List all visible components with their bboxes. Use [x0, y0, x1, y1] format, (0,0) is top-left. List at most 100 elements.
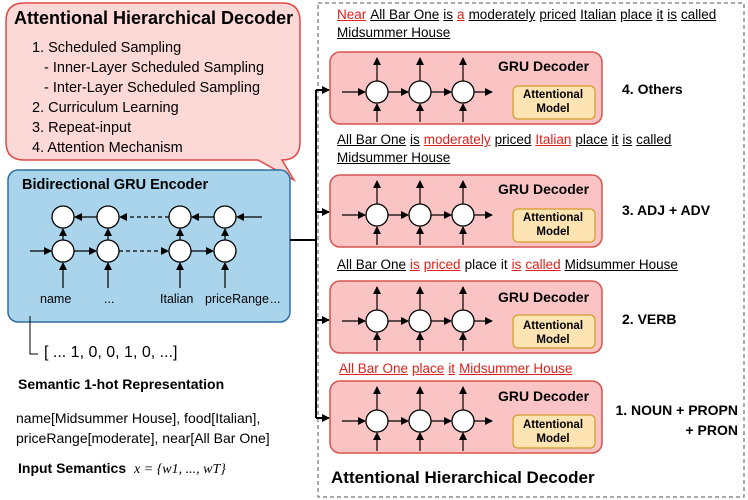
input-semantics-label: Input Semantics x = {w1, ..., wT} — [18, 460, 226, 477]
sentence-token: it — [448, 361, 456, 376]
sentence-token: is — [410, 257, 420, 272]
decoder-panel — [317, 2, 745, 498]
encoder-forward-node — [51, 239, 75, 263]
input-semantics-line: name[Midsummer House], food[Italian], — [16, 410, 261, 426]
layer-label: 3. ADJ + ADV — [622, 202, 711, 218]
callout-title: Attentional Hierarchical Decoder — [14, 8, 294, 28]
decoder-node — [365, 409, 389, 433]
attention-model-box — [512, 314, 596, 349]
callout-item: - Inter-Layer Scheduled Sampling — [44, 80, 261, 96]
decoder-node — [365, 309, 389, 333]
decoder-node — [365, 203, 389, 227]
input-semantics-formula: x = {w1, ..., wT} — [134, 462, 226, 477]
decoder-node — [451, 409, 475, 433]
sentence-token: Midsummer House — [564, 257, 678, 272]
encoder-network — [30, 205, 262, 288]
encoder-forward-node — [168, 239, 192, 263]
decoder-panel-title: Attentional Hierarchical Decoder — [331, 468, 595, 487]
sentence-token: priced — [423, 257, 461, 272]
sentence-token: it — [500, 257, 508, 272]
callout-item: 1. Scheduled Sampling — [32, 40, 182, 56]
sentence-token: Midsummer House — [337, 25, 451, 40]
callout-item: - Inner-Layer Scheduled Sampling — [44, 60, 265, 76]
sentence-token: Italian — [535, 132, 572, 147]
callout-item: 3. Repeat-input — [32, 120, 132, 136]
sentence-token: called — [636, 132, 672, 147]
semantic-vector: [ ... 1, 0, 0, 1, 0, ...] — [44, 344, 178, 361]
attention-label: Attentional Model — [522, 212, 584, 238]
sentence-token: it — [656, 7, 664, 22]
sentence-token: it — [611, 132, 619, 147]
attention-label: Attentional Model — [522, 89, 584, 115]
sentence-line: Midsummer House — [337, 24, 720, 42]
encoder-forward-node — [96, 239, 120, 263]
layer-label: 2. VERB — [622, 311, 677, 327]
sentence-token: place — [464, 257, 497, 272]
sentence-token: is — [511, 257, 522, 272]
encoder-backward-node — [213, 205, 237, 229]
sentence-token: Near — [337, 7, 367, 22]
sentence-token: Midsummer House — [459, 361, 573, 376]
sentence-token: priced — [494, 132, 532, 147]
encoder-to-decoder-connectors — [290, 86, 330, 422]
sentence-token: priced — [539, 7, 577, 22]
decoder-node — [408, 80, 432, 104]
layer-label: 4. Others — [622, 81, 683, 97]
sentence-token: place — [575, 132, 608, 147]
semantic-caption: Semantic 1-hot Representation — [18, 376, 225, 392]
decoder-node — [451, 309, 475, 333]
sentence-token: All Bar One — [337, 132, 407, 147]
encoder-input-label: ... — [270, 292, 281, 306]
callout-item: 2. Curriculum Learning — [32, 100, 179, 116]
decoder-node — [408, 203, 432, 227]
encoder-input-label: ... — [104, 292, 115, 306]
attention-model-box — [512, 208, 596, 243]
decoder-title: GRU Decoder — [498, 289, 590, 305]
attention-label: Attentional Model — [522, 320, 584, 346]
callout-bubble — [5, 2, 301, 183]
decoder-stack — [329, 51, 603, 454]
sentence-token: called — [525, 257, 561, 272]
encoder-backward-node — [96, 205, 120, 229]
decoder-node — [451, 203, 475, 227]
sentence-token: is — [410, 132, 420, 147]
encoder-title: Bidirectional GRU Encoder — [22, 177, 209, 193]
encoder-backward-node — [51, 205, 75, 229]
sentence-token: place — [620, 7, 653, 22]
encoder-backward-node — [168, 205, 192, 229]
semantic-bracket — [29, 316, 38, 355]
decoder-title: GRU Decoder — [498, 388, 590, 404]
sentence-token: moderately — [423, 132, 491, 147]
decoder-node — [451, 80, 475, 104]
sentence-token: All Bar One — [370, 7, 440, 22]
layer-label: 1. NOUN + PROPN + PRON — [615, 402, 738, 438]
sentence-token: a — [457, 7, 465, 22]
sentence-token: All Bar One — [339, 361, 409, 376]
sentence-token: is — [443, 7, 454, 22]
sentence-token: moderately — [468, 7, 536, 22]
sentence-token: All Bar One — [337, 257, 407, 272]
decoder-node — [408, 409, 432, 433]
attention-model-box — [512, 85, 596, 120]
sentence-token: called — [680, 7, 717, 22]
attention-model-box — [512, 414, 596, 449]
callout-item: 4. Attention Mechanism — [32, 140, 183, 156]
encoder-input-label: Italian — [160, 292, 194, 306]
decoder-node — [365, 80, 389, 104]
attention-label: Attentional Model — [522, 419, 584, 445]
decoder-title: GRU Decoder — [498, 181, 590, 197]
encoder-input-label: name — [40, 292, 72, 306]
sentence-token: Midsummer House — [337, 150, 451, 165]
encoder-forward-node — [213, 239, 237, 263]
decoder-title: GRU Decoder — [498, 58, 590, 74]
input-semantics-line: priceRange[moderate], near[All Bar One] — [16, 430, 270, 446]
